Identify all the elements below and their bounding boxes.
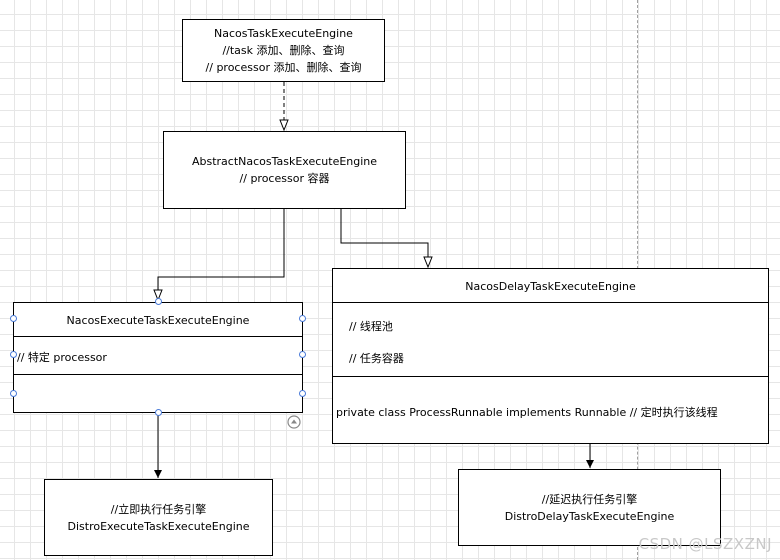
- delay-engine-box[interactable]: NacosDelayTaskExecuteEngine // 线程池 // 任务…: [332, 268, 769, 444]
- delay-engine-separator-1: [333, 302, 768, 303]
- distro-delay-box[interactable]: //延迟执行任务引擎 DistroDelayTaskExecuteEngine: [458, 469, 721, 546]
- watermark: CSDN @LSZXZNJ: [638, 535, 772, 553]
- delay-engine-field-2: // 任务容器: [349, 352, 404, 365]
- rotate-handle-icon[interactable]: [287, 415, 301, 429]
- resize-handle-bottom-left[interactable]: [10, 390, 17, 397]
- engine-interface-title: NacosTaskExecuteEngine: [214, 27, 353, 40]
- abstract-engine-line1: // processor 容器: [239, 172, 330, 185]
- engine-interface-line1: //task 添加、删除、查询: [222, 44, 345, 57]
- execute-engine-title: NacosExecuteTaskExecuteEngine: [66, 314, 250, 327]
- resize-handle-top-center[interactable]: [155, 298, 162, 305]
- resize-handle-middle-left[interactable]: [10, 351, 17, 358]
- distro-delay-line1: //延迟执行任务引擎: [541, 492, 638, 506]
- abstract-engine-box[interactable]: AbstractNacosTaskExecuteEngine // proces…: [163, 131, 406, 209]
- execute-engine-field-1: // 特定 processor: [17, 351, 107, 364]
- execute-engine-box[interactable]: NacosExecuteTaskExecuteEngine // 特定 proc…: [13, 302, 303, 413]
- resize-handle-top-left[interactable]: [10, 315, 17, 322]
- inheritance-arrow-execute: [158, 208, 285, 300]
- distro-delay-line2: DistroDelayTaskExecuteEngine: [504, 509, 675, 523]
- delay-engine-separator-2: [333, 376, 768, 377]
- resize-handle-bottom-right[interactable]: [299, 390, 306, 397]
- execute-engine-separator-2: [14, 374, 302, 375]
- engine-interface-line2: // processor 添加、删除、查询: [205, 61, 362, 74]
- resize-handle-top-right[interactable]: [299, 315, 306, 322]
- distro-execute-line2: DistroExecuteTaskExecuteEngine: [67, 519, 250, 533]
- resize-handle-middle-right[interactable]: [299, 351, 306, 358]
- execute-engine-separator-1: [14, 336, 302, 337]
- distro-execute-box[interactable]: //立即执行任务引擎 DistroExecuteTaskExecuteEngin…: [44, 479, 273, 556]
- delay-engine-method-1: private class ProcessRunnable implements…: [336, 406, 718, 419]
- distro-execute-line1: //立即执行任务引擎: [110, 502, 207, 516]
- delay-engine-title: NacosDelayTaskExecuteEngine: [465, 280, 636, 293]
- delay-engine-field-1: // 线程池: [349, 320, 393, 333]
- resize-handle-bottom-center[interactable]: [155, 409, 162, 416]
- engine-interface-box[interactable]: NacosTaskExecuteEngine //task 添加、删除、查询 /…: [182, 19, 385, 82]
- abstract-engine-title: AbstractNacosTaskExecuteEngine: [191, 155, 378, 168]
- inheritance-arrow-delay: [340, 208, 428, 267]
